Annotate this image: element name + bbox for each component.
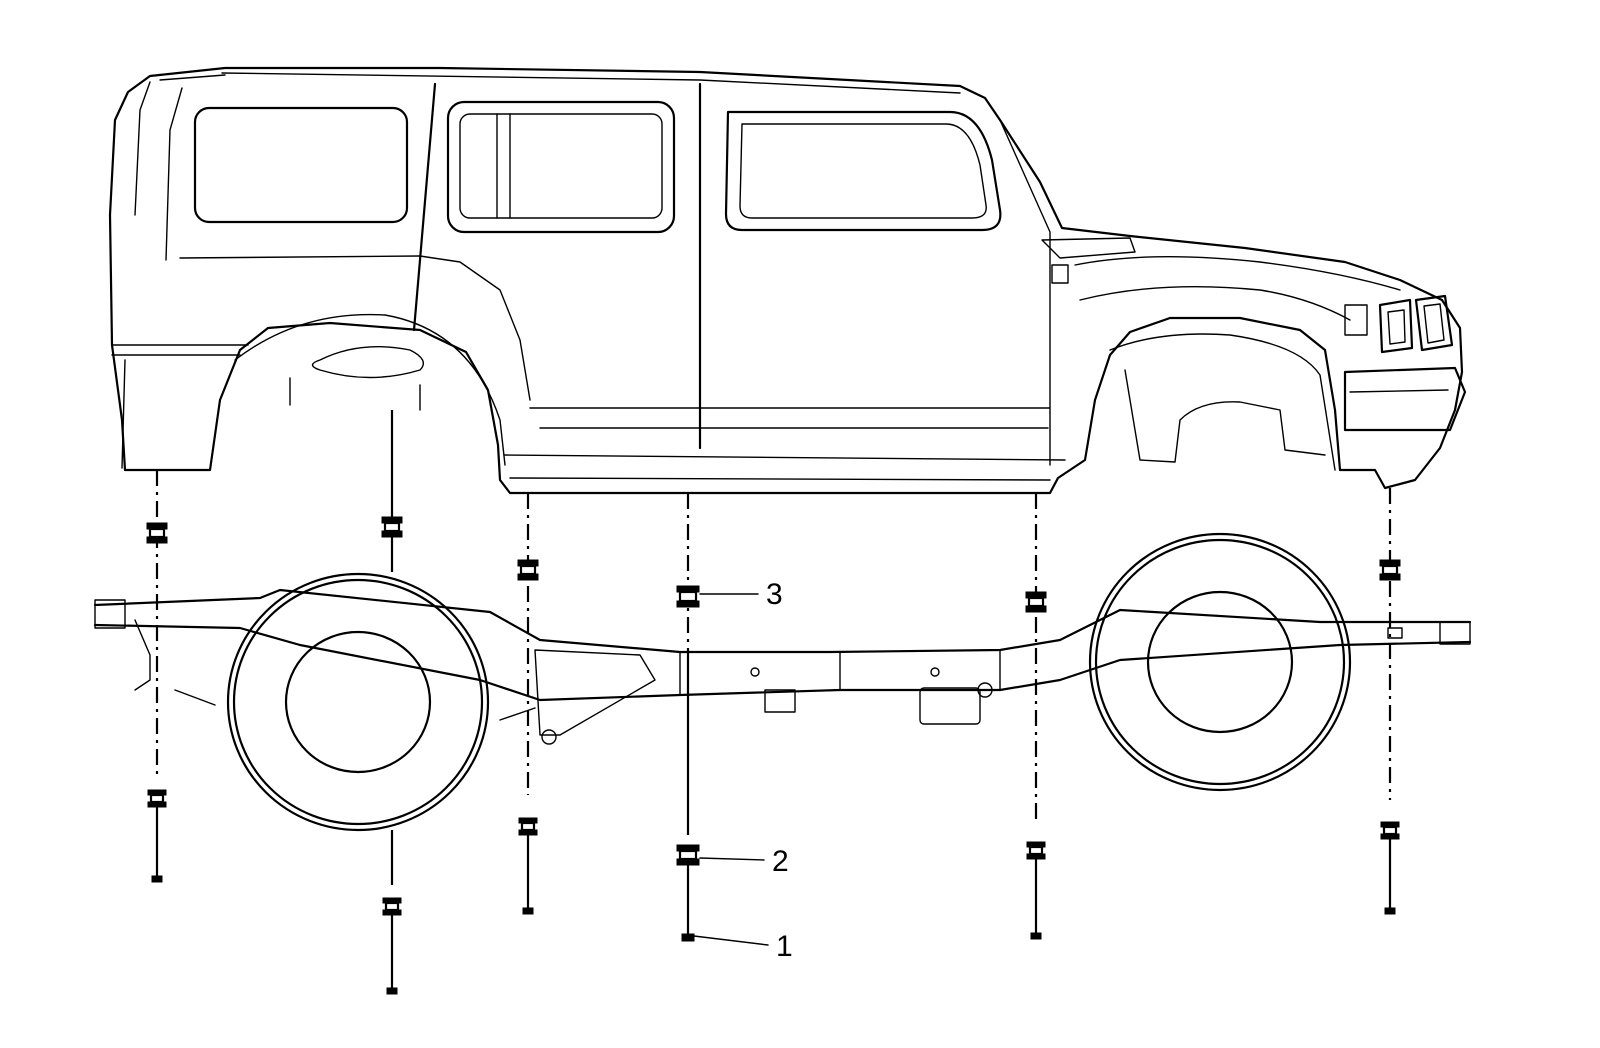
body-mount-insulator-upper — [676, 585, 700, 608]
mount-bolt-assembly — [1380, 821, 1400, 915]
mount-bolt-assembly — [1026, 841, 1046, 940]
mount-bolt-assembly — [147, 789, 167, 883]
body-mount-insulator-upper — [381, 516, 403, 538]
callout-2-label: 2 — [772, 845, 789, 878]
callout-1-label: 1 — [776, 930, 793, 963]
callouts: 3 2 1 — [693, 578, 793, 963]
callout-3: 3 — [699, 578, 783, 611]
mount-bolt-assembly — [676, 844, 700, 942]
mount-bolt-assembly — [382, 897, 402, 995]
body-mount-insulator-upper — [517, 559, 539, 581]
body-mount-insulator-upper — [1025, 591, 1047, 613]
chassis-frame — [93, 588, 1472, 745]
rear-tire — [226, 572, 490, 832]
body-mount-insulator-upper — [146, 522, 168, 544]
callout-3-label: 3 — [766, 578, 783, 611]
callout-2: 2 — [699, 845, 789, 878]
callout-1: 1 — [693, 930, 793, 963]
body-mount-insulator-upper — [1379, 559, 1401, 581]
lower-insulators-and-bolts — [147, 789, 1400, 995]
front-tire — [1088, 532, 1352, 792]
upper-insulators — [146, 516, 1401, 613]
mount-bolt-assembly — [518, 817, 538, 915]
mount-axis-lines — [155, 410, 1392, 885]
vehicle-body — [108, 66, 1467, 495]
